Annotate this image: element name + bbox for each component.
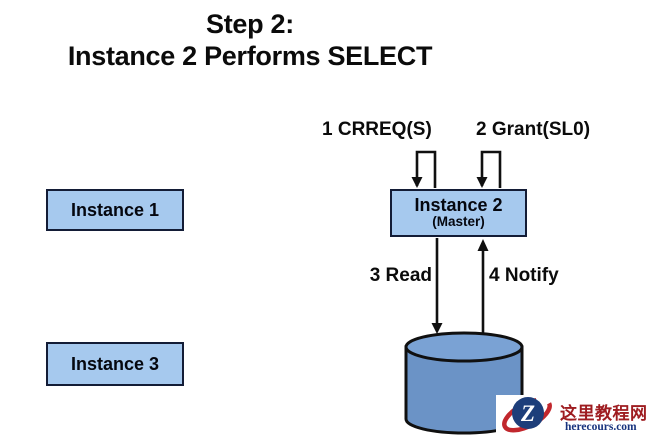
title-line-2: Instance 2 Performs SELECT: [67, 40, 433, 71]
grant-message-label: 2 Grant(SL0): [476, 119, 591, 140]
logo-blue-circle: [512, 397, 544, 429]
instance2-sublabel: (Master): [432, 214, 485, 230]
read-message-label: 3 Read: [369, 265, 432, 286]
notify-message-label: 4 Notify: [489, 265, 559, 286]
watermark: Z 这里教程网 herecours.com: [496, 395, 652, 441]
title-line-1: Step 2:: [206, 9, 294, 39]
logo-letter: Z: [520, 401, 535, 426]
instance3-label: Instance 3: [70, 353, 160, 374]
instance3-box: Instance 3: [46, 342, 184, 386]
watermark-logo-icon: Z: [502, 397, 552, 433]
crreq-message-label: 1 CRREQ(S): [322, 119, 432, 140]
instance1-box: Instance 1: [46, 189, 184, 231]
notify-up-arrow: [477, 239, 489, 334]
grant-self-loop-arrow: [476, 150, 502, 188]
read-down-arrow: [431, 238, 443, 334]
slide-title: Step 2: Instance 2 Performs SELECT: [28, 9, 472, 73]
database-cylinder-top: [404, 331, 524, 363]
instance1-label: Instance 1: [70, 199, 160, 220]
instance2-label: Instance 2: [414, 195, 503, 216]
watermark-site-url: herecours.com: [565, 421, 637, 433]
watermark-site-name: 这里教程网: [560, 404, 648, 424]
instance2-master-box: Instance 2 (Master): [390, 189, 527, 237]
crreq-self-loop-arrow: [411, 150, 437, 188]
